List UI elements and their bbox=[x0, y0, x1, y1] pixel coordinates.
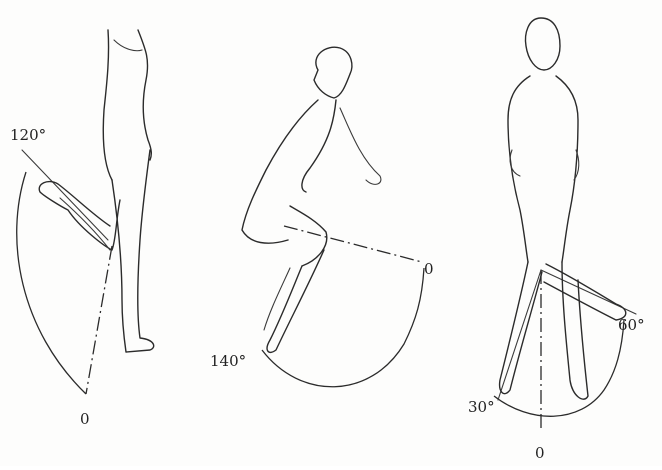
angle-line-120 bbox=[22, 150, 108, 240]
front-leg-left bbox=[500, 262, 542, 394]
seated-lower-leg bbox=[267, 250, 324, 352]
range-arc-3 bbox=[494, 320, 624, 416]
torso bbox=[103, 30, 112, 180]
front-torso-right bbox=[556, 76, 578, 262]
label-30: 30° bbox=[468, 398, 495, 416]
head-front bbox=[526, 18, 560, 70]
head bbox=[314, 47, 352, 98]
figure-hip-rotation bbox=[494, 18, 636, 432]
rotated-shin bbox=[544, 264, 626, 320]
figure-knee-flexion bbox=[17, 30, 154, 394]
torso-front bbox=[138, 30, 151, 160]
seated-chest bbox=[302, 100, 336, 192]
label-0-fig2: 0 bbox=[424, 260, 434, 278]
label-60: 60° bbox=[618, 316, 645, 334]
seated-arm bbox=[340, 108, 381, 184]
figure-hip-flexion bbox=[242, 47, 424, 387]
standing-leg bbox=[112, 150, 154, 352]
arm bbox=[114, 40, 142, 51]
label-0-fig1: 0 bbox=[80, 410, 90, 428]
label-140: 140° bbox=[210, 352, 246, 370]
range-arc-1 bbox=[17, 172, 86, 394]
reference-line-2 bbox=[284, 226, 422, 262]
seated-lower-leg-2 bbox=[264, 268, 290, 330]
reference-line-1 bbox=[86, 246, 112, 394]
label-120: 120° bbox=[10, 126, 46, 144]
front-leg-right bbox=[562, 262, 588, 399]
front-torso bbox=[508, 76, 530, 262]
label-0-fig3: 0 bbox=[535, 444, 545, 462]
angle-line-30 bbox=[498, 270, 541, 400]
